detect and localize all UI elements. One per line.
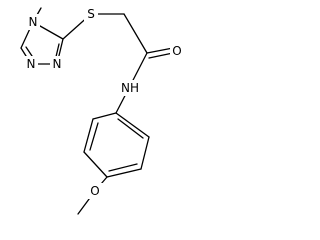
bond-ph-c6-c1 — [115, 112, 150, 138]
bond-ph-c6-c1-double — [117, 118, 144, 139]
bond-carbonyl-o-double — [148, 52, 174, 59]
bond-ph-c3-c4 — [83, 151, 108, 178]
bond-ph-c4-c5 — [106, 168, 142, 178]
atom-labels: N S N N O NH O — [24, 6, 185, 199]
atom-o-methoxy: O — [88, 183, 103, 199]
bond-ph-c1-c2 — [92, 112, 117, 120]
atom-label-n-methyl: N — [29, 15, 38, 29]
bond-ph-c4-c5-double — [108, 163, 138, 172]
atom-s: S — [84, 6, 98, 22]
atom-nh: NH — [118, 80, 142, 96]
atom-n-ring-1: N — [50, 56, 64, 72]
atom-label-n-ring-1: N — [53, 57, 62, 71]
atom-label-n-ring-2: N — [27, 57, 36, 71]
bond-ch2-carbonyl — [123, 13, 148, 54]
atom-label-s: S — [87, 7, 95, 21]
atom-label-o-methoxy: O — [90, 184, 99, 198]
atom-n-ring-2: N — [24, 56, 38, 72]
bond-ph-c2-c3-double — [89, 122, 99, 151]
bond-ph-c2-c3 — [83, 118, 94, 153]
bond-carbonyl-o — [146, 47, 174, 54]
atom-o-carbonyl: O — [170, 42, 185, 58]
atom-label-o-carbonyl: O — [172, 44, 181, 58]
atom-n-methyl: N — [26, 14, 40, 30]
atom-label-nh: NH — [121, 81, 139, 95]
bond-ph-c5-c6 — [140, 136, 150, 170]
structure-diagram: N S N N O NH O — [20, 6, 185, 215]
